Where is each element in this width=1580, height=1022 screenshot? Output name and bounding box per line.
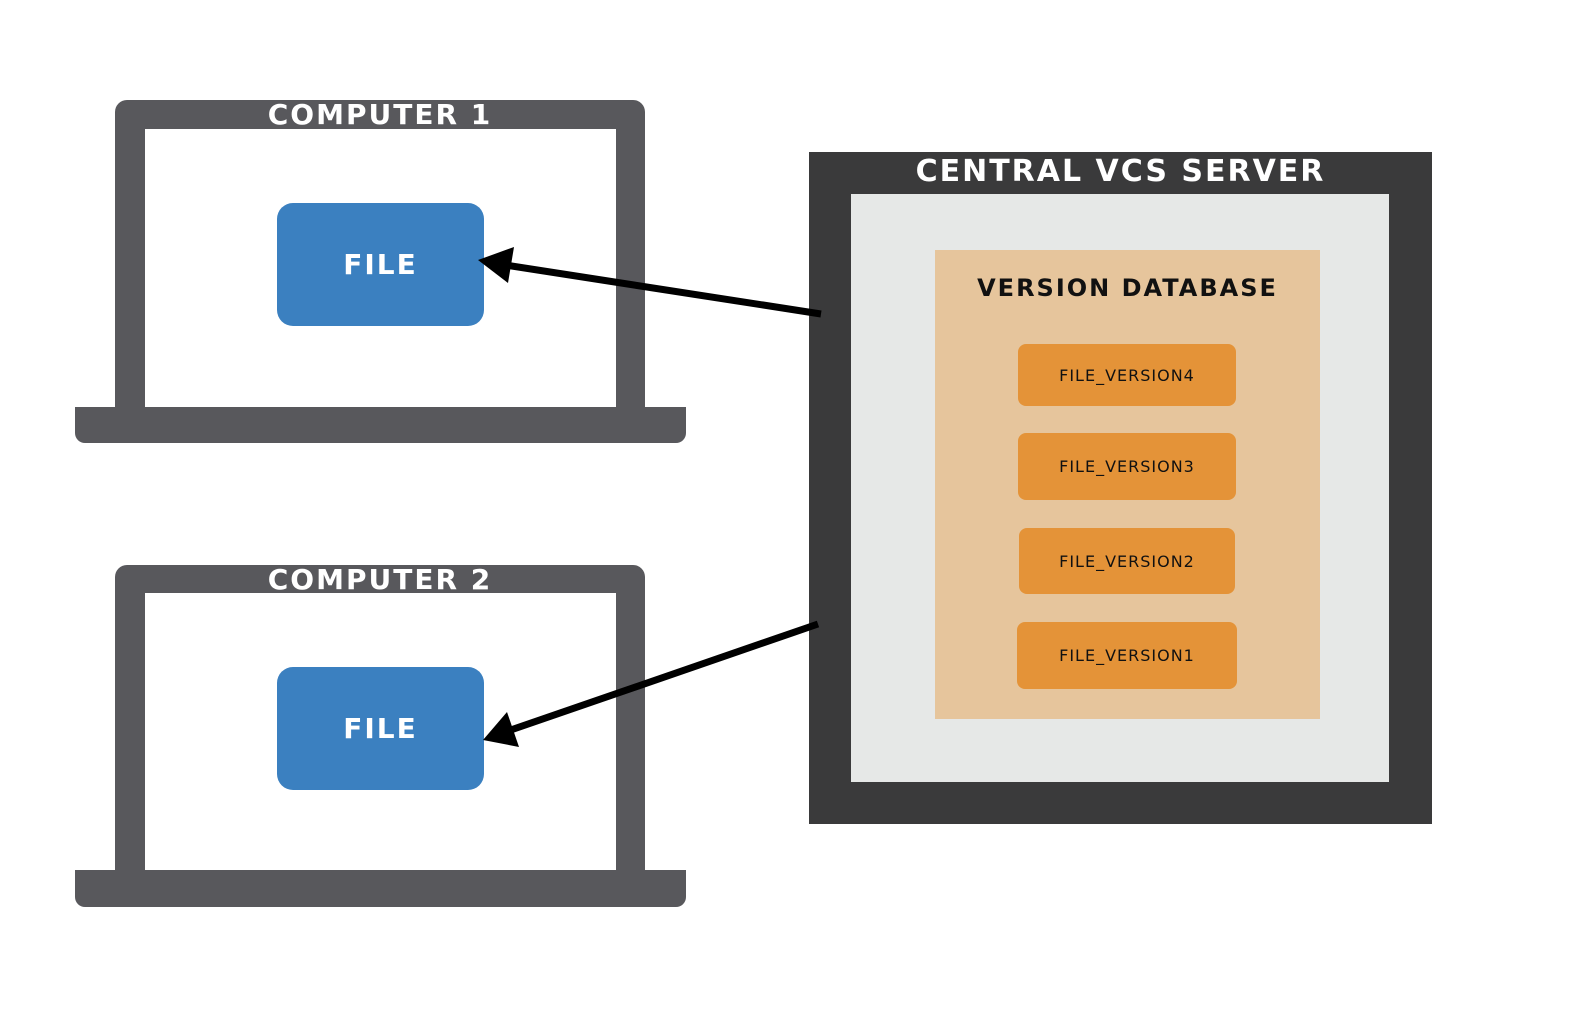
file-version-3: FILE_VERSION3: [1018, 433, 1236, 500]
computer-1-file: FILE: [277, 203, 484, 326]
server-title: CENTRAL VCS SERVER: [915, 154, 1326, 189]
arrow-server-to-computer-1: [478, 247, 822, 318]
computer-1-base: [75, 407, 686, 443]
version-database-title: VERSION DATABASE: [977, 274, 1278, 302]
computer-2-base: [75, 870, 686, 907]
arrow-server-to-computer-2: [483, 620, 820, 747]
computer-2-file: FILE: [277, 667, 484, 790]
computer-2-title: COMPUTER 2: [267, 563, 493, 596]
computer-1-title: COMPUTER 1: [267, 98, 493, 131]
file-version-4: FILE_VERSION4: [1018, 344, 1236, 406]
file-version-2: FILE_VERSION2: [1019, 528, 1235, 594]
file-version-1: FILE_VERSION1: [1017, 622, 1237, 689]
